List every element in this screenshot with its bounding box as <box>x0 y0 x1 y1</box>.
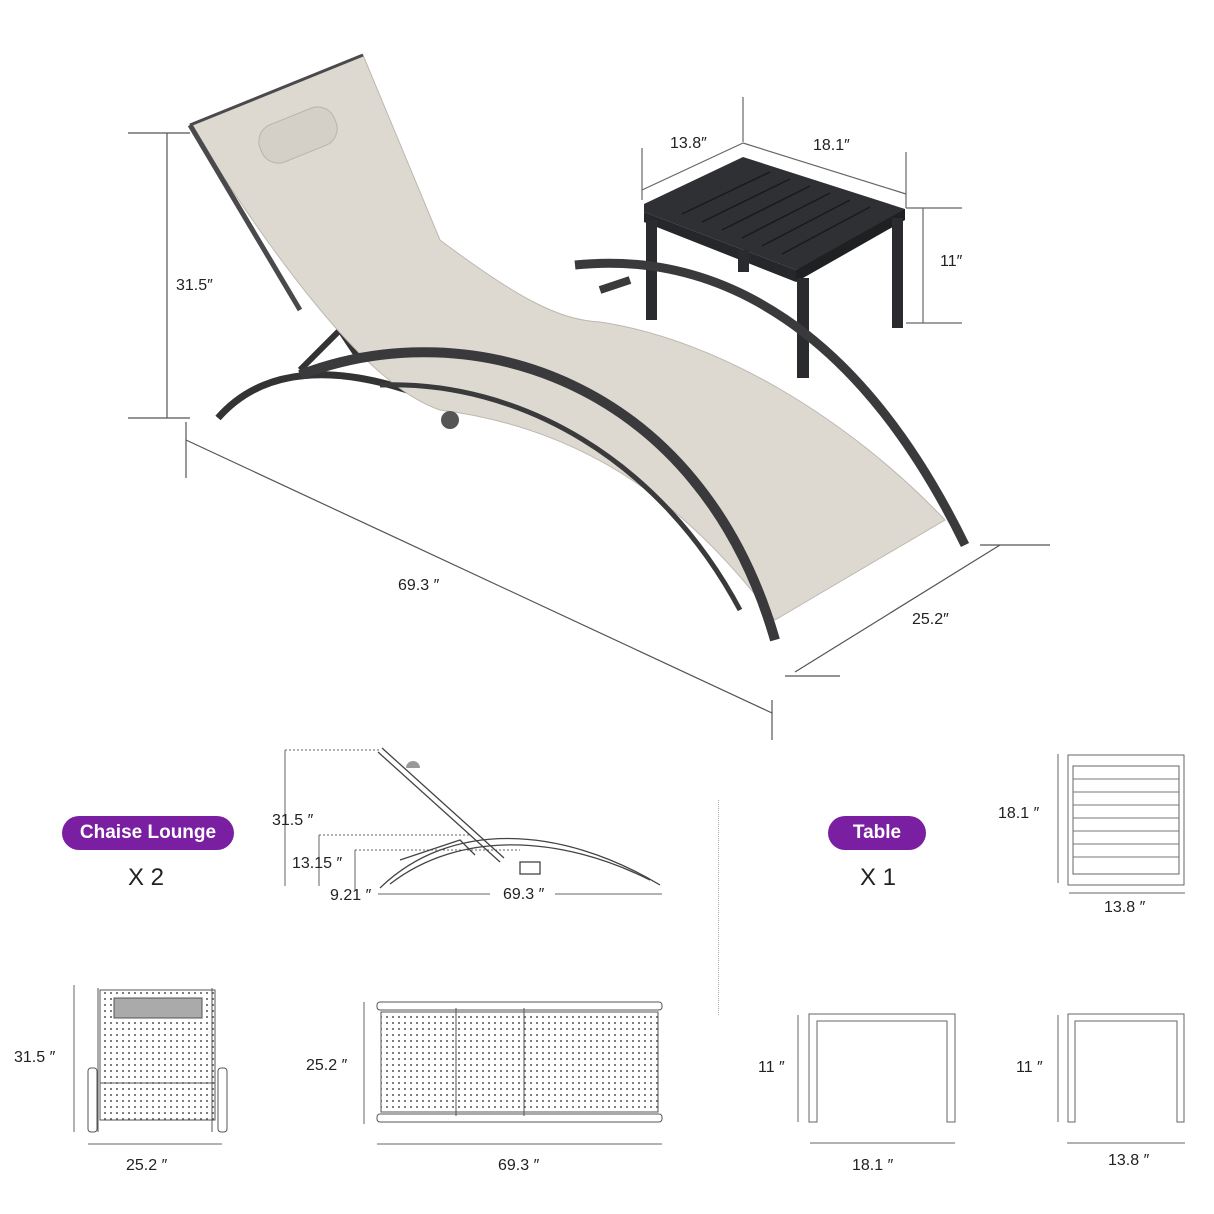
side-view-length: 69.3 ″ <box>503 886 545 903</box>
top-view-width: 25.2 ″ <box>306 1057 348 1074</box>
side-view-seat-low: 9.21 ″ <box>330 887 372 904</box>
hero-lounge-height: 31.5″ <box>176 277 213 294</box>
chaise-lounge-badge: Chaise Lounge <box>62 816 234 850</box>
table-side-width: 13.8 ″ <box>1108 1152 1150 1169</box>
hero-lounge-width: 25.2″ <box>912 611 949 628</box>
table-quantity: X 1 <box>860 864 897 891</box>
hero-table-height: 11″ <box>940 253 963 270</box>
side-view-seat-high: 13.15 ″ <box>292 855 343 872</box>
side-view-height: 31.5 ″ <box>272 812 314 829</box>
table-front-height: 11 ″ <box>758 1059 785 1076</box>
table-badge: Table <box>828 816 926 850</box>
table-top-width: 13.8 ″ <box>1104 899 1146 916</box>
section-divider <box>718 800 719 1015</box>
hero-illustration <box>128 53 1050 740</box>
side-table-illustration <box>644 157 905 378</box>
chaise-lounge-quantity: X 2 <box>128 864 165 891</box>
table-front-width: 18.1 ″ <box>852 1157 894 1174</box>
front-view-width: 25.2 ″ <box>126 1157 168 1174</box>
chaise-lounge-illustration <box>187 53 970 642</box>
hero-table-depth: 13.8″ <box>670 135 707 152</box>
top-view-length: 69.3 ″ <box>498 1157 540 1174</box>
table-top-depth: 18.1 ″ <box>998 805 1040 822</box>
table-side-height: 11 ″ <box>1016 1059 1043 1076</box>
hero-lounge-length: 69.3 ″ <box>398 577 440 594</box>
hero-table-width: 18.1″ <box>813 137 850 154</box>
front-view-height: 31.5 ″ <box>14 1049 56 1066</box>
